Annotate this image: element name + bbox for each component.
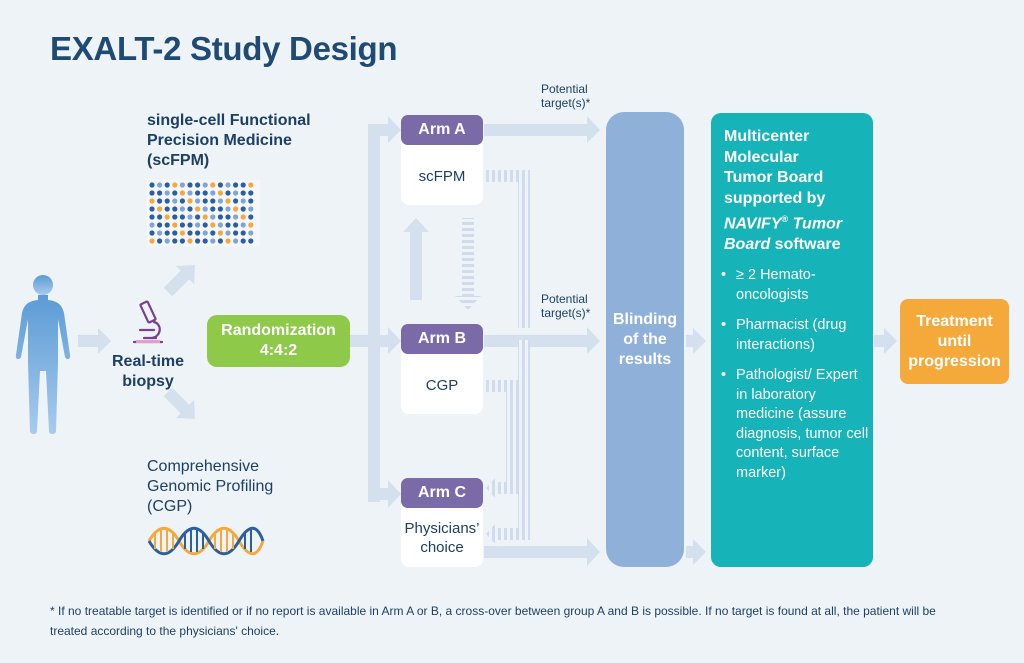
scfpm-label-line2: Precision Medicine [147,132,292,149]
tumor-board-title-line5: NAVIFY® Tumor [724,209,869,235]
arrow-to-scfpm [163,265,195,297]
tumor-board-item-hemato: ≥ 2 Hemato-oncologists [720,266,870,305]
randomization-line1: Randomization [221,322,336,339]
potential-target-b-line1: Potential [541,292,588,306]
arrow-to-arm-a [368,116,401,143]
arrow-blinding-to-board-1 [686,328,706,354]
arrow-b-to-a [403,218,429,300]
tumor-board-title-line4: supported by [724,189,826,207]
potential-target-a-line1: Potential [541,82,588,96]
cgp-label-line1: Comprehensive [147,458,260,475]
randomization-line2: 4:4:2 [259,342,298,359]
registered-mark: ® [781,214,789,224]
tumor-board-item-pathologist: Pathologist/ Expert in laboratory medici… [720,366,870,483]
human-figure-icon [15,275,71,434]
treatment-line3: progression [908,352,1001,370]
arrow-arm-c-to-blinding [484,538,600,566]
dna-helix-icon [147,526,265,556]
potential-target-label-a: Potential target(s)* [541,82,590,110]
crossover-line-b [484,380,518,501]
scfpm-label: single-cell Functional Precision Medicin… [147,111,347,171]
arm-b-body: CGP [425,377,459,394]
microscope-icon [132,300,164,344]
blinding-line2: of the [623,330,667,348]
tumor-board-title-line1: Multicenter [724,128,810,145]
potential-target-label-b: Potential target(s)* [541,292,590,320]
arrow-human-to-biopsy [78,328,111,354]
cgp-label: Comprehensive Genomic Profiling (CGP) [147,457,297,517]
page-title: EXALT-2 Study Design [50,30,398,67]
arrow-to-arm-c [368,480,401,508]
arrow-arm-b-to-blinding [484,327,600,354]
blinding-line1: Blinding [613,310,677,328]
blinding-line3: results [618,350,672,368]
biopsy-label: Real-time biopsy [108,352,188,392]
arrow-a-to-b-hatched [455,218,481,310]
footnote: * If no treatable target is identified o… [50,601,1010,641]
scfpm-label-line3: (scFPM) [147,152,210,169]
arm-a-body: scFPM [418,168,466,185]
cgp-label-line2: Genomic Profiling [147,478,274,495]
arrow-arm-a-to-blinding [484,116,600,143]
tumor-board-list: ≥ 2 Hemato-oncologists Pharmacist (drug … [720,266,870,494]
treatment-line1: Treatment [916,312,993,330]
tumor-board-title: Multicenter Molecular Tumor Board suppor… [724,127,869,255]
treatment-line2: until [937,332,972,350]
footnote-line1: * If no treatable target is identified o… [50,604,936,618]
software-text: software [770,235,841,253]
scfpm-label-line1: single-cell Functional [147,112,311,129]
arm-b-header: Arm B [401,324,483,354]
treatment-box: Treatment until progression [900,299,1009,384]
biopsy-label-line1: Real-time [111,353,185,370]
arm-c-body: Physicians’ choice [401,519,483,557]
tumor-italic-text: Tumor [788,215,843,233]
tumor-board-item-pharmacist: Pharmacist (drug interactions) [720,316,870,355]
crossover-line-c [486,340,530,547]
blinding-box: Blinding of the results [606,112,684,567]
tumor-board-box: Multicenter Molecular Tumor Board suppor… [711,113,873,567]
potential-target-a-line2: target(s)* [541,96,591,110]
tumor-board-title-line2: Molecular [724,148,799,166]
arrow-trunk [368,124,380,502]
arm-a-header: Arm A [401,115,483,145]
biopsy-label-line2: biopsy [122,373,174,390]
board-italic-text: Board [724,235,771,253]
well-plate-icon [147,180,260,246]
potential-target-b-line2: target(s)* [541,306,591,320]
arm-c-body-line2: choice [420,539,464,556]
randomization-box: Randomization 4:4:2 [207,315,350,367]
arm-c-header: Arm C [401,478,483,508]
arm-c-body-line1: Physicians’ [404,520,480,537]
tumor-board-title-line3: Tumor Board [724,169,824,186]
arrow-board-to-treatment [874,328,897,354]
navify-text: NAVIFY [724,215,782,233]
crossover-line-a [484,170,530,328]
tumor-board-title-line6: Board software [724,235,869,256]
arrow-to-cgp [163,387,195,419]
footnote-line2: treated according to the physicians' cho… [50,624,280,638]
cgp-label-line3: (CGP) [147,498,193,515]
arrow-blinding-to-board-2 [686,539,706,565]
arrow-to-arm-b [380,327,401,354]
